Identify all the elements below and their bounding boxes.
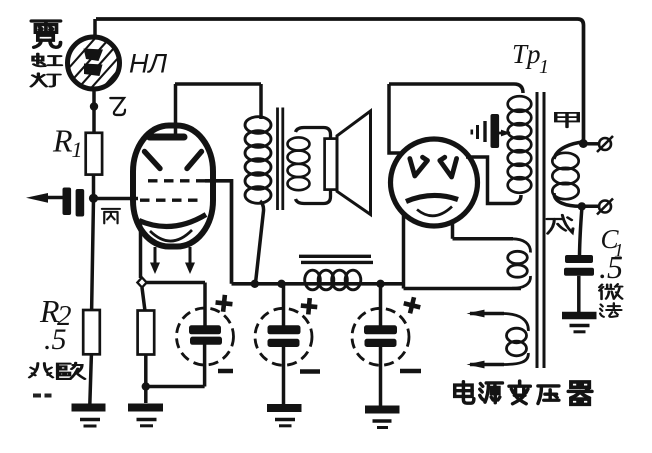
svg-text:R: R	[52, 123, 73, 159]
svg-text:R: R	[39, 293, 60, 329]
svg-text:.5: .5	[44, 323, 67, 356]
svg-text:1: 1	[539, 56, 549, 78]
svg-text:Tp: Tp	[512, 39, 541, 69]
svg-text:C: C	[601, 224, 620, 254]
svg-text:1: 1	[614, 241, 624, 262]
svg-text:НЛ: НЛ	[129, 49, 167, 79]
svg-text:1: 1	[72, 137, 83, 162]
svg-text:2: 2	[57, 300, 72, 332]
svg-text:.5: .5	[599, 249, 623, 285]
